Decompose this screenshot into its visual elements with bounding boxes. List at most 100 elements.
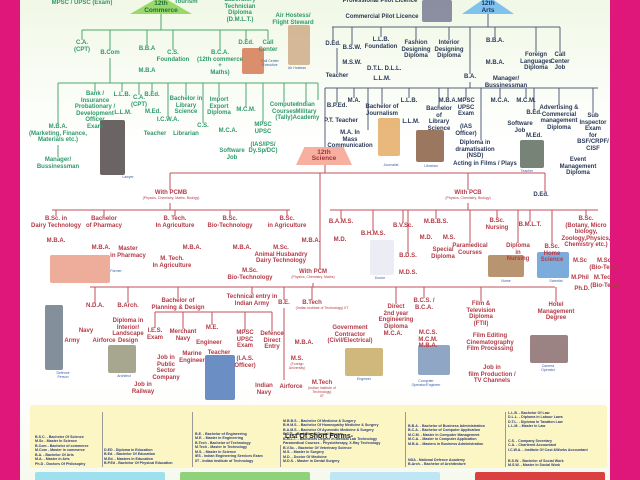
footer-box-red <box>475 472 605 480</box>
career-node-home-science: B.Sc. Home Science <box>540 244 564 264</box>
footer-box-green <box>180 472 310 480</box>
career-node-ca2: C.A. (CPT) <box>131 95 147 108</box>
career-node-manager: Manager/ Bussinessman <box>484 76 528 89</box>
career-node-mba-mkt: M.B.A. (Marketing, Finance, Materials et… <box>28 124 88 144</box>
career-node-mpsc: MPSC UPSC Exam (IAS Officer) <box>455 98 477 137</box>
career-node-ms-foreign: M.S. <box>290 356 304 362</box>
left-border <box>0 0 20 480</box>
career-node-llb-found: L.L.B. Foundation <box>364 37 398 50</box>
career-node-mba2: M.B.A. <box>438 98 458 104</box>
career-node-airforce: Airforce <box>92 338 116 344</box>
career-node-bams: B.A.M.S. <box>328 219 354 225</box>
career-node-cs: C.S. <box>197 123 209 129</box>
legend-column: C.S. - Company Secretary C.A. - Chartere… <box>508 439 588 452</box>
career-node-bpharm: Bachelor of Pharmacy <box>85 216 123 229</box>
career-node-llb: L.L.B. <box>113 92 131 98</box>
lawyer-illustration <box>100 120 125 175</box>
career-node-pcb: With PCB <box>454 190 482 196</box>
career-node-prof-pilot: Professional Pilot Licence <box>342 0 418 4</box>
career-node-phd: Ph.D. <box>574 286 590 292</box>
career-node-mba: M.B.A. <box>294 340 314 346</box>
legend-column: B.B.A. - Bachelor of Business Administra… <box>408 424 485 446</box>
construction-engineer-illustration <box>345 348 383 376</box>
career-node-interior: Diploma in Interior/ Landscape Design <box>112 318 144 344</box>
career-node-direct: Direct 2nd year Engineering Diploma <box>378 304 414 330</box>
legend-column: B.S.C. - Bachelor Of Science M.Sc - Mast… <box>35 435 89 466</box>
career-node-mpsc: MPSC UPSC Exam (I.A.S. Officer) <box>234 330 256 369</box>
career-node-nda: N.D.A. <box>86 303 104 309</box>
career-node-mba-pharm: M.B.A. <box>91 245 111 251</box>
career-node-mba-agri: M.B.A. <box>182 245 202 251</box>
career-node-blib: Bachelor of Library Science <box>426 106 452 132</box>
career-node-msw: M.S.W. <box>342 60 362 66</box>
career-node-bped: B.P.Ed. <box>326 103 348 109</box>
career-node-paramedical: Paramedical Courses <box>452 243 488 256</box>
footer-box-blue <box>330 472 440 480</box>
career-node-msc1: M.Sc <box>572 258 588 264</box>
career-node-bsc-botany: B.Sc. (Botany, Micro biology, Zoology,Ph… <box>561 216 611 249</box>
career-node-mcm: M.C.M. <box>236 107 256 113</box>
career-node-ded: D.Ed. <box>325 41 341 47</box>
air-hostess-illustration <box>288 25 310 65</box>
career-node-indian-navy: Indian Navy <box>255 383 273 396</box>
legend-divider <box>405 412 406 467</box>
career-node-railway: Job in Railway <box>131 382 155 395</box>
career-node-barch: B.Arch. <box>117 303 139 309</box>
career-node-be: B.E. <box>278 300 290 306</box>
career-node-mpsc-top: MPSC / UPSC (Exam) <box>51 0 113 6</box>
career-node-mbbs: M.B.B.S. <box>423 219 449 225</box>
picture-caption-cap-lawyer: Lawyer <box>122 175 134 179</box>
career-node-mcs: M.C.S. M.C.M. M.B.A. <box>418 330 438 350</box>
career-node-comm-pilot: Commercial Pilot Licence <box>345 14 419 20</box>
career-node-blib: Bachelor in Library Science <box>169 96 203 116</box>
picture-caption-cap-callcenter: Call Center Executive <box>261 59 279 67</box>
career-node-dmlt: Laboratory Technician Diploma (D.M.L.T.) <box>224 0 256 23</box>
career-node-mtech: M.Tech <box>311 380 333 386</box>
career-node-military: Indian Military Academy <box>292 102 320 122</box>
career-node-mphil: M.Phil <box>571 275 589 281</box>
career-node-mtech-biotech: (Bio-Tech) <box>590 283 620 289</box>
picture-caption-cap-doctor: Doctor <box>374 276 386 280</box>
career-node-bank: Bank / Insurance Probationary / Developm… <box>74 91 116 130</box>
legend-column: B.E. - Bachelor of Engineering M.E. - Ma… <box>195 432 263 463</box>
picture-caption-cap-computer: Computer Operator/Engineer <box>411 379 441 387</box>
short-forms-legend <box>30 405 607 468</box>
picture-caption-cap-defence: Defence Person <box>56 371 70 379</box>
career-node-msc-bio: M.Sc. Bio-Technology <box>227 268 273 281</box>
career-node-import: Import Export Diploma <box>207 97 231 117</box>
career-node-film: Film & Television Diploma (FTII) <box>466 301 496 327</box>
career-node-ms-foreign-sub: (Foreign University) <box>288 362 306 370</box>
right-border <box>610 0 640 480</box>
career-node-md1: M.D. <box>333 237 347 243</box>
legend-divider <box>505 412 506 467</box>
career-node-bba: B.B.A <box>138 46 156 52</box>
career-node-call-center: Call Center Job <box>550 52 570 72</box>
librarian-illustration <box>416 130 444 162</box>
career-node-navy: Navy <box>78 328 94 334</box>
career-node-bsc-nursing: B.Sc. Nursing <box>485 218 509 231</box>
career-node-air-hostess: Air Hostess/ Flight Steward <box>272 13 314 26</box>
career-node-mba-agri2: M.B.A. <box>301 238 321 244</box>
legend-column: L.L.B. - Bachelor Of Law D.L.L. - Diplom… <box>508 411 563 429</box>
picture-caption-cap-engineer: Engineer <box>356 377 372 381</box>
career-node-bvsc: B.V.Sc. <box>392 223 414 229</box>
career-node-foreign: Foreign Languages Diploma <box>520 52 552 72</box>
legend-column: B.S.W. - Bachelor of Social Work M.S.W. … <box>508 459 564 468</box>
career-node-ca-cpt: C.A. (CPT) <box>74 40 90 53</box>
picture-caption-cap-farmer: Farmer <box>110 269 122 273</box>
career-node-ies: I.E.S. Exam <box>146 328 164 341</box>
career-node-special: Special Diploma <box>431 247 455 260</box>
career-node-bsc-bio: B.Sc. Bio-Technology <box>207 216 253 229</box>
picture-caption-cap-nurse: Nurse <box>501 279 511 283</box>
career-node-acting: Acting in Films / Plays <box>453 161 517 167</box>
career-node-mcm: M.C.M. <box>516 98 536 104</box>
career-node-pt-teacher: P.T. Teacher <box>324 118 358 124</box>
engineer-illustration <box>205 355 235 400</box>
career-node-bds: B.D.S. <box>399 253 417 259</box>
picture-caption-cap-librarian: Librarian <box>424 164 438 168</box>
career-node-msc-biotech: M.Sc (Bio-Tech) <box>589 258 619 271</box>
doctor-illustration <box>370 240 394 275</box>
career-node-ba: B.A. <box>464 74 476 80</box>
career-node-airforce2: Airforce <box>279 384 303 390</box>
